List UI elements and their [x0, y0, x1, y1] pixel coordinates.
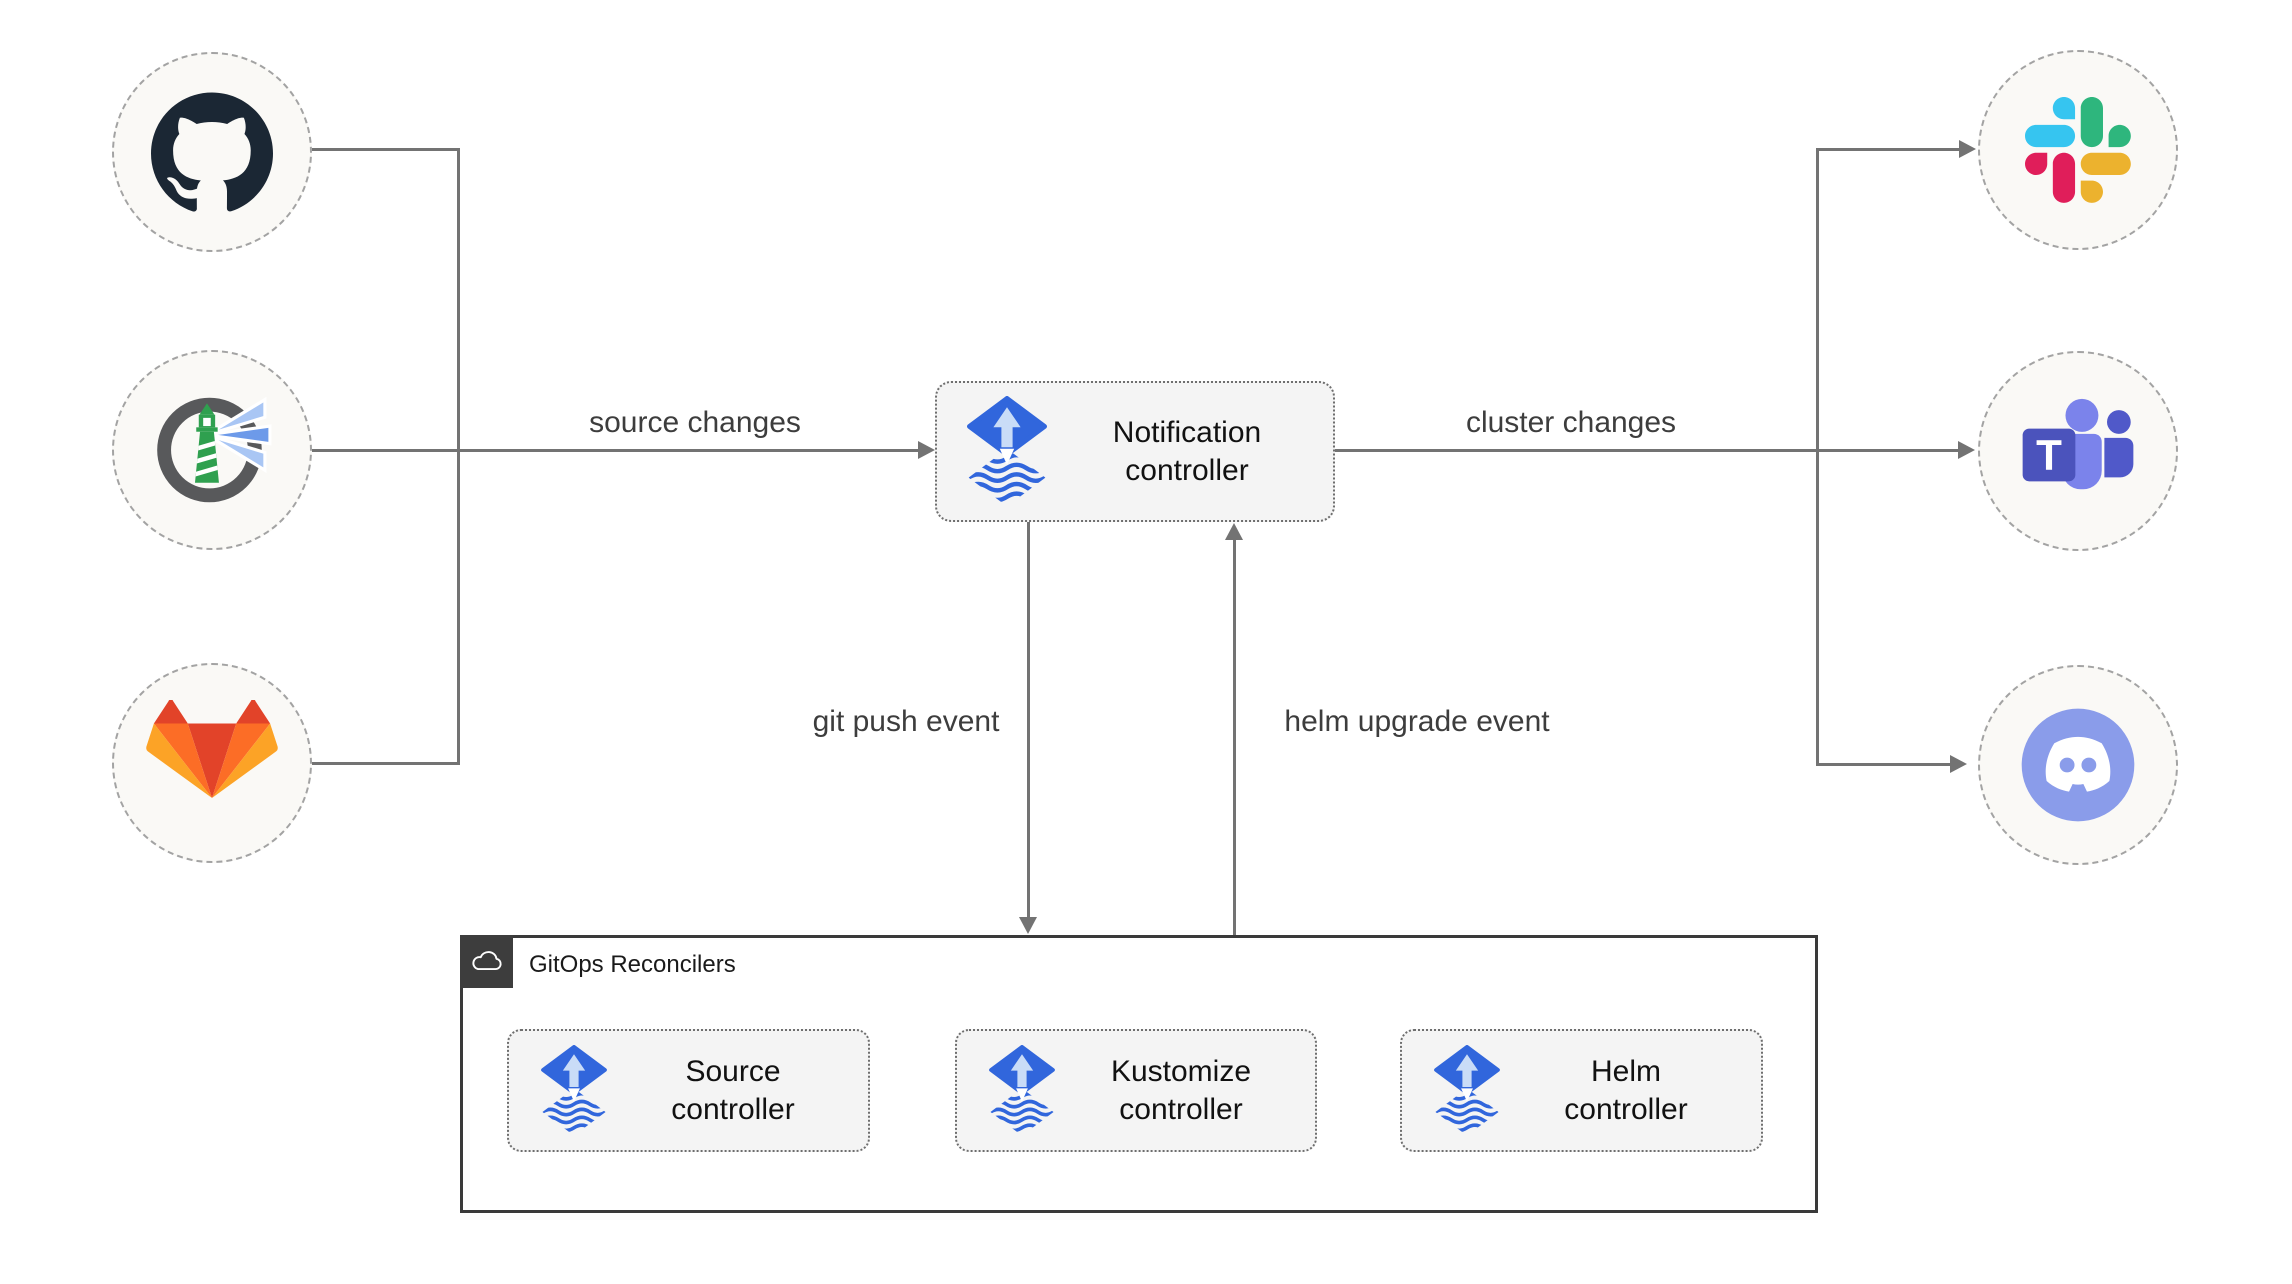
- notification-controller-label: Notification controller: [1112, 415, 1262, 487]
- gitlab-node: [112, 663, 312, 863]
- slack-node: [1978, 50, 2178, 250]
- arrowhead-teams: [1958, 441, 1975, 459]
- edge-label-git-push-event: git push event: [806, 705, 1006, 739]
- harbor-node: [112, 350, 312, 550]
- arrowhead-git-push-event: [1019, 917, 1037, 934]
- discord-node: [1978, 665, 2178, 865]
- arrowhead-helm-upgrade-event: [1225, 523, 1243, 540]
- edge-git-push-event: [1027, 522, 1030, 919]
- teams-icon: T: [2022, 398, 2134, 490]
- gitlab-icon: [146, 700, 278, 799]
- flux-icon: [989, 1045, 1055, 1137]
- source-controller-node: Source controller: [507, 1029, 870, 1152]
- edge-source-changes: [312, 449, 920, 452]
- slack-icon: [2025, 97, 2131, 203]
- discord-icon: [2021, 708, 2135, 822]
- flux-icon: [967, 396, 1047, 508]
- arrowhead-slack: [1959, 140, 1976, 158]
- edge-github-to-bus: [312, 148, 459, 151]
- edge-gitlab-to-bus: [312, 762, 459, 765]
- helm-controller-label: Helm controller: [1564, 1054, 1688, 1126]
- edge-bus-to-discord: [1816, 763, 1952, 766]
- kustomize-controller-label: Kustomize controller: [1110, 1054, 1252, 1126]
- edge-right-bus: [1816, 148, 1819, 766]
- edge-helm-upgrade-event: [1233, 539, 1236, 935]
- kustomize-controller-node: Kustomize controller: [955, 1029, 1317, 1152]
- teams-monogram: T: [2036, 431, 2062, 478]
- cloud-icon: [471, 951, 502, 970]
- flux-icon: [541, 1045, 607, 1137]
- github-icon: [151, 92, 273, 212]
- edge-cluster-changes: [1335, 449, 1960, 452]
- edge-bus-to-slack: [1816, 148, 1961, 151]
- gitops-reconcilers-tab: [460, 935, 513, 988]
- github-node: [112, 52, 312, 252]
- notification-controller-node: Notification controller: [935, 381, 1335, 522]
- arrowhead-source-changes: [918, 441, 935, 459]
- source-controller-label: Source controller: [671, 1054, 795, 1126]
- teams-node: T: [1978, 351, 2178, 551]
- edge-label-helm-upgrade-event: helm upgrade event: [1278, 705, 1556, 739]
- arrowhead-discord: [1950, 755, 1967, 773]
- edge-label-cluster-changes: cluster changes: [1459, 406, 1683, 440]
- edge-left-bus: [457, 148, 460, 765]
- harbor-icon: [157, 396, 272, 503]
- gitops-reconcilers-label: GitOps Reconcilers: [529, 951, 736, 978]
- helm-controller-node: Helm controller: [1400, 1029, 1763, 1152]
- edge-label-source-changes: source changes: [583, 406, 807, 440]
- flux-icon: [1434, 1045, 1500, 1137]
